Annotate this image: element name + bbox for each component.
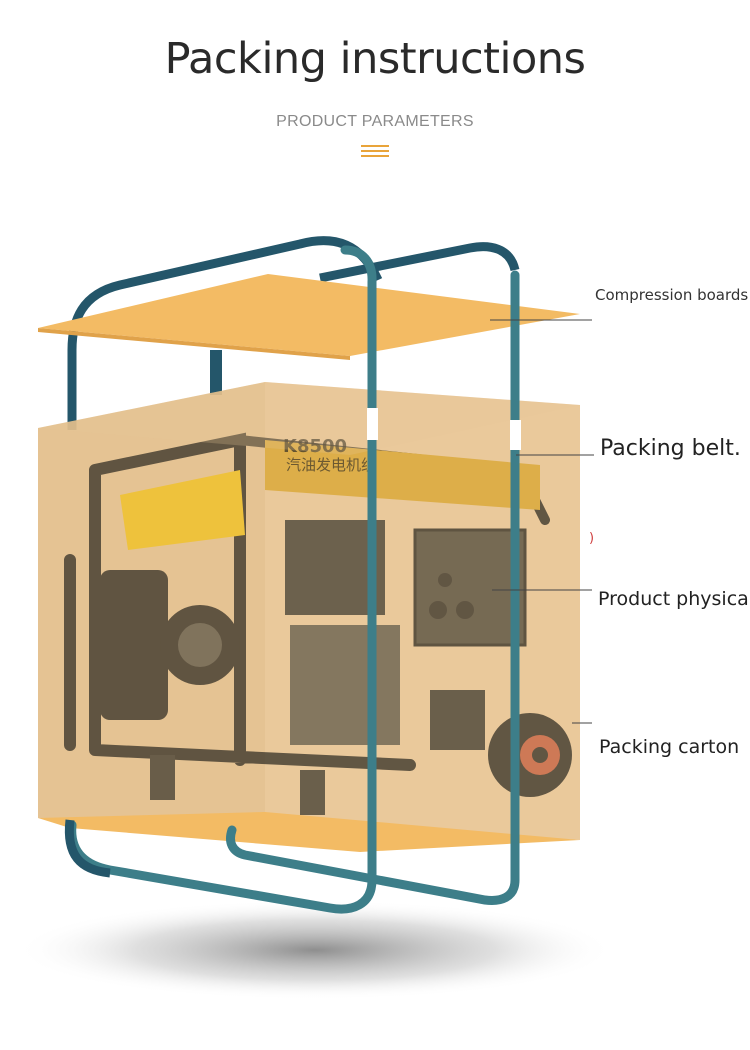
packing-carton-top-tint <box>38 382 580 455</box>
page-title: Packing instructions <box>164 34 586 84</box>
packing-belt-rear <box>319 242 520 283</box>
ground-shadow <box>15 900 615 1000</box>
callout-packing-carton: Packing carton <box>599 736 740 758</box>
packing-belt-rear-post <box>210 350 222 395</box>
packing-belt-front <box>64 819 111 878</box>
stray-mark: ) <box>589 531 594 546</box>
packing-belt-front <box>226 270 520 905</box>
title-accent-line <box>361 150 389 152</box>
generator-chinese-text: 汽油发电机组 <box>286 456 376 474</box>
compression-board-bottom <box>38 812 580 852</box>
belt-clip <box>367 408 378 440</box>
title-accent-line <box>361 145 389 147</box>
callout-compression-boards: Compression boards <box>595 286 749 304</box>
page-subtitle: PRODUCT PARAMETERS <box>276 113 474 130</box>
generator-model-text: K8500 <box>283 436 347 457</box>
belt-clip <box>510 420 521 450</box>
compression-board-top <box>38 274 580 356</box>
title-accent-line <box>361 155 389 157</box>
callout-product-physical: Product physical <box>598 588 750 610</box>
compression-board-top-edge <box>38 328 350 360</box>
callout-packing-belt: Packing belt. <box>600 436 741 461</box>
